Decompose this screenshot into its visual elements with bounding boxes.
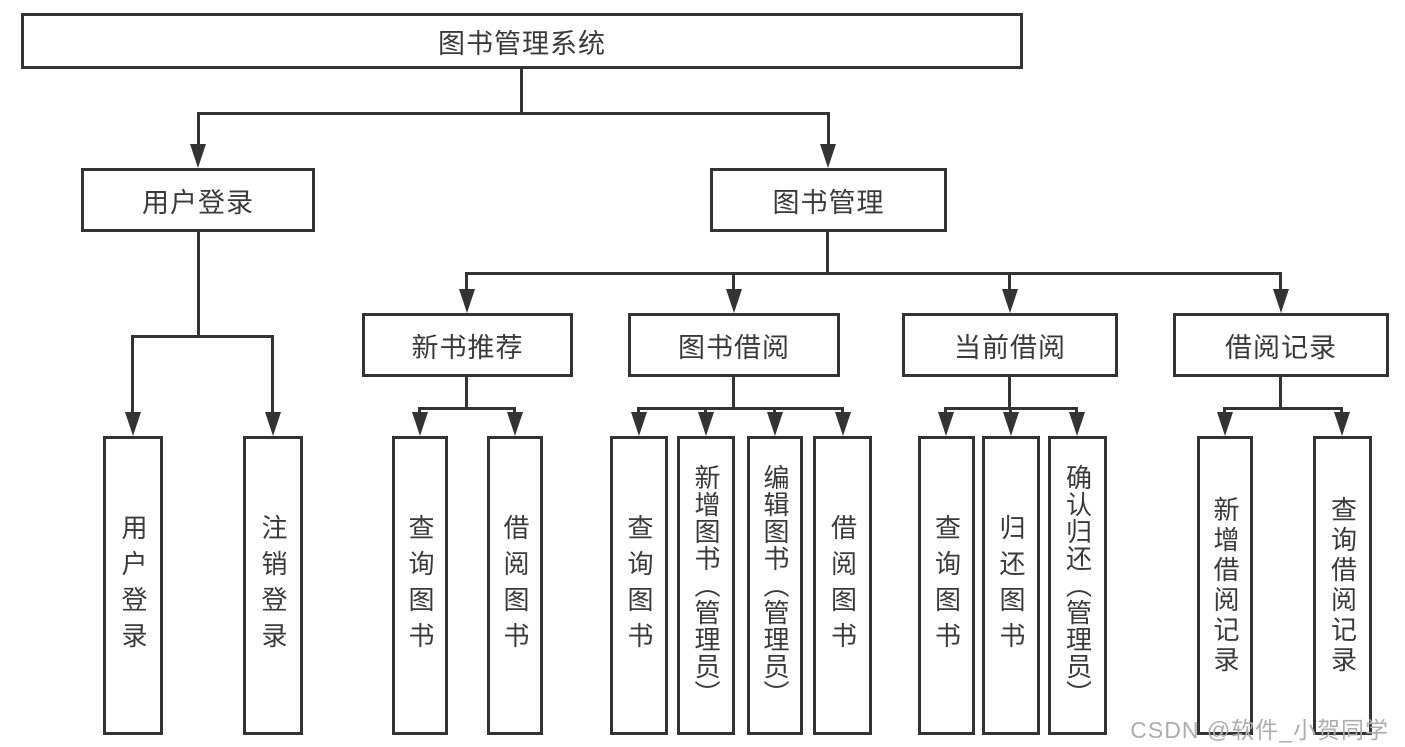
connector-book-management-stem: [826, 232, 829, 272]
leaf-logout: 注销登录: [243, 436, 303, 735]
connector-drop: [841, 407, 844, 415]
arrowhead-down-icon: [767, 412, 783, 436]
arrowhead-down-icon: [820, 144, 836, 168]
connector-borrow-records-branch: [1223, 407, 1343, 410]
arrowhead-down-icon: [631, 412, 647, 436]
leaf-borrow-book-label: 借阅图书: [827, 513, 858, 658]
leaf-query-book-recommend: 查询图书: [392, 436, 448, 735]
arrowhead-down-icon: [1217, 412, 1233, 436]
leaf-borrow-book: 借阅图书: [813, 436, 872, 735]
connector-drop-new-book-recommend: [465, 272, 468, 292]
node-new-book-recommend-label: 新书推荐: [411, 332, 524, 363]
leaf-edit-book-admin-label: 编辑图书（管理员）: [760, 464, 790, 707]
node-new-book-recommend: 新书推荐: [362, 313, 573, 377]
node-borrow-records: 借阅记录: [1173, 313, 1389, 377]
arrowhead-down-icon: [698, 412, 714, 436]
arrowhead-down-icon: [1003, 412, 1019, 436]
arrowhead-down-icon: [1002, 289, 1018, 313]
node-book-management-label: 图书管理: [772, 187, 885, 218]
leaf-return-book: 归还图书: [982, 436, 1040, 735]
connector-drop-borrow-records: [1279, 272, 1282, 292]
node-current-borrow: 当前借阅: [902, 313, 1118, 377]
node-user-login: 用户登录: [81, 168, 315, 232]
arrowhead-down-icon: [412, 412, 428, 436]
connector-drop-book-management: [827, 112, 830, 146]
connector-book-management-branch: [465, 272, 1282, 275]
arrowhead-down-icon: [835, 412, 851, 436]
connector-drop: [637, 407, 640, 415]
connector-drop: [1075, 407, 1078, 415]
arrowhead-down-icon: [938, 412, 954, 436]
leaf-query-book-borrow: 查询图书: [610, 436, 668, 735]
connector-drop: [773, 407, 776, 415]
node-book-borrow: 图书借阅: [628, 313, 840, 377]
connector-drop-leaf-logout: [271, 335, 274, 415]
node-current-borrow-label: 当前借阅: [954, 332, 1066, 363]
leaf-borrow-book-recommend: 借阅图书: [487, 436, 543, 735]
leaf-user-login: 用户登录: [103, 436, 163, 735]
leaf-query-book-borrow-label: 查询图书: [624, 513, 654, 658]
connector-new-book-recommend-stem: [465, 377, 468, 407]
connector-current-borrow-stem: [1008, 377, 1011, 407]
connector-drop-leaf-user-login: [131, 335, 134, 415]
leaf-confirm-return-admin: 确认归还（管理员）: [1048, 436, 1107, 735]
connector-new-book-recommend-branch: [418, 407, 516, 410]
leaf-return-book-label: 归还图书: [996, 513, 1026, 658]
connector-drop: [944, 407, 947, 415]
connector-drop: [1223, 407, 1226, 415]
connector-user-login-stem: [197, 232, 200, 335]
arrowhead-down-icon: [726, 289, 742, 313]
connector-book-borrow-stem: [732, 377, 735, 407]
connector-drop-current-borrow: [1008, 272, 1011, 292]
leaf-edit-book-admin: 编辑图书（管理员）: [747, 436, 803, 735]
arrowhead-down-icon: [125, 412, 141, 436]
leaf-query-borrow-record: 查询借阅记录: [1313, 436, 1372, 735]
connector-root-branch: [197, 112, 830, 115]
connector-root-stem: [520, 69, 523, 112]
leaf-confirm-return-admin-label: 确认归还（管理员）: [1062, 464, 1093, 707]
node-user-login-label: 用户登录: [142, 187, 254, 218]
arrowhead-down-icon: [265, 412, 281, 436]
connector-borrow-records-stem: [1279, 377, 1282, 407]
leaf-query-book-recommend-label: 查询图书: [405, 513, 435, 658]
arrowhead-down-icon: [1069, 412, 1085, 436]
leaf-add-book-admin-label: 新增图书（管理员）: [691, 464, 721, 707]
leaf-add-book-admin: 新增图书（管理员）: [677, 436, 735, 735]
node-book-borrow-label: 图书借阅: [678, 332, 790, 363]
connector-drop: [1009, 407, 1012, 415]
connector-book-borrow-branch: [637, 407, 844, 410]
csdn-watermark: CSDN @软件_小贺同学: [1130, 717, 1389, 743]
connector-drop: [1340, 407, 1343, 415]
connector-drop: [418, 407, 421, 415]
node-borrow-records-label: 借阅记录: [1225, 332, 1337, 363]
connector-user-login-branch: [131, 335, 274, 338]
leaf-query-book-current-label: 查询图书: [931, 513, 962, 658]
arrowhead-down-icon: [1334, 412, 1350, 436]
leaf-query-borrow-record-label: 查询借阅记录: [1327, 495, 1358, 676]
node-book-management: 图书管理: [710, 168, 947, 232]
leaf-query-book-current: 查询图书: [918, 436, 975, 735]
arrowhead-down-icon: [190, 144, 206, 168]
node-root: 图书管理系统: [21, 13, 1023, 69]
arrowhead-down-icon: [1273, 289, 1289, 313]
arrowhead-down-icon: [507, 412, 523, 436]
leaf-add-borrow-record-label: 新增借阅记录: [1210, 495, 1240, 676]
connector-drop-user-login: [197, 112, 200, 146]
arrowhead-down-icon: [459, 289, 475, 313]
leaf-logout-label: 注销登录: [258, 513, 288, 658]
leaf-borrow-book-recommend-label: 借阅图书: [500, 513, 530, 658]
connector-drop-book-borrow: [732, 272, 735, 292]
connector-drop: [513, 407, 516, 415]
leaf-add-borrow-record: 新增借阅记录: [1197, 436, 1253, 735]
leaf-user-login-label: 用户登录: [118, 513, 148, 658]
node-root-label: 图书管理系统: [438, 28, 606, 59]
connector-drop: [704, 407, 707, 415]
